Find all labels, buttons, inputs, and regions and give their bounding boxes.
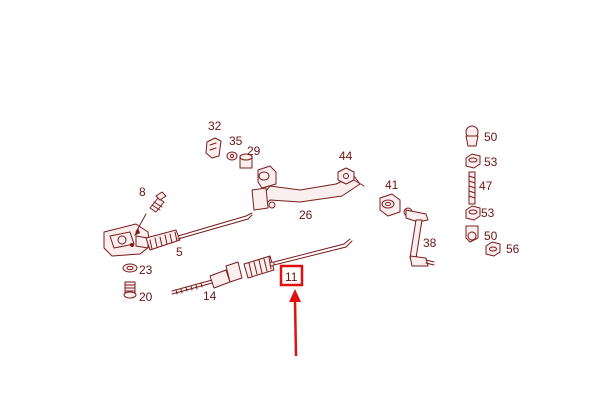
nut-56 (485, 241, 501, 257)
label-23[interactable]: 23 (139, 263, 153, 277)
label-32[interactable]: 32 (208, 119, 222, 133)
label-11[interactable]: 11 (285, 270, 298, 284)
label-41[interactable]: 41 (385, 178, 399, 192)
label-53-top[interactable]: 53 (484, 155, 498, 169)
bushing-41 (379, 193, 401, 217)
nut-44 (337, 167, 355, 185)
nut-53-bottom (465, 205, 481, 221)
label-38[interactable]: 38 (423, 236, 437, 250)
spring-rod-5 (145, 212, 253, 251)
ball-joint-50-bottom (465, 225, 479, 243)
highlight-box (279, 264, 304, 287)
label-44[interactable]: 44 (339, 149, 353, 163)
bushing-29 (239, 153, 253, 169)
nut-53-top (465, 153, 481, 169)
bolt-20 (123, 281, 137, 299)
shift-bracket-assembly (103, 223, 151, 257)
label-14[interactable]: 14 (203, 289, 217, 303)
part-labels: 32 35 29 44 8 41 26 5 23 20 14 11 50 53 … (139, 119, 520, 304)
ball-joint-50-top (465, 125, 479, 147)
label-5[interactable]: 5 (176, 245, 183, 259)
lever-26 (251, 165, 365, 211)
label-35[interactable]: 35 (229, 134, 243, 148)
label-26[interactable]: 26 (299, 208, 313, 222)
stud-47 (468, 171, 476, 205)
highlight-marker (279, 264, 304, 357)
highlight-arrow-head-icon (289, 289, 301, 302)
screw-8 (134, 191, 167, 236)
rod-14 (171, 261, 243, 295)
bushing-35 (226, 151, 238, 161)
label-47[interactable]: 47 (479, 179, 493, 193)
label-29[interactable]: 29 (247, 144, 261, 158)
clip-32 (205, 137, 222, 159)
rod-11 (243, 238, 353, 279)
label-53-bottom[interactable]: 53 (481, 206, 495, 220)
washer-23 (122, 263, 138, 273)
label-50-bottom[interactable]: 50 (484, 229, 498, 243)
highlight-arrow-shaft (293, 299, 298, 357)
lever-38 (403, 207, 435, 267)
label-56[interactable]: 56 (506, 242, 520, 256)
label-50-top[interactable]: 50 (484, 130, 498, 144)
label-20[interactable]: 20 (139, 290, 153, 304)
label-8[interactable]: 8 (139, 185, 146, 199)
